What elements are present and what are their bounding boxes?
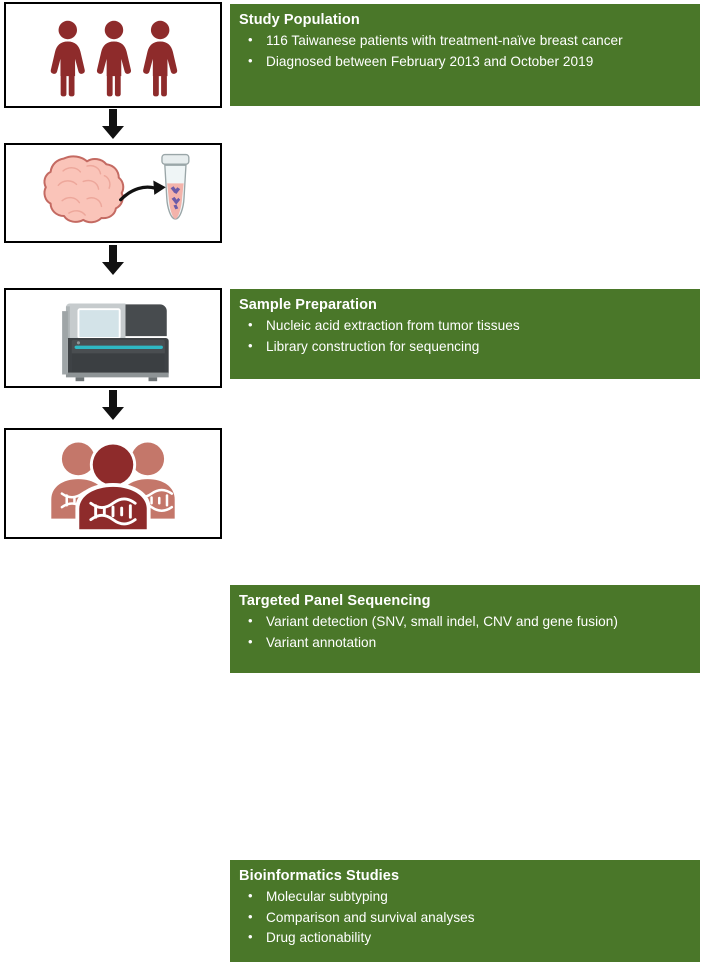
workflow-step-study-population: Study Population 116 Taiwanese patients … xyxy=(0,2,709,108)
transfer-arrow-icon xyxy=(119,185,157,202)
text-panel-targeted-panel-sequencing: Targeted Panel Sequencing Variant detect… xyxy=(230,585,700,673)
bullet-item: Library construction for sequencing xyxy=(239,336,690,357)
down-arrow-icon xyxy=(102,245,124,275)
step-title-sample-preparation: Sample Preparation xyxy=(239,297,377,313)
bullet-list-study-population: 116 Taiwanese patients with treatment-na… xyxy=(239,30,690,72)
workflow-step-sample-preparation: Sample Preparation Nucleic acid extracti… xyxy=(0,143,709,379)
people-with-dna-icon xyxy=(51,441,175,530)
bullet-item: Comparison and survival analyses xyxy=(239,907,690,928)
bullet-item: Molecular subtyping xyxy=(239,886,690,907)
tumor-to-tube-icon xyxy=(43,153,190,224)
connector-arrow-3 xyxy=(0,388,226,426)
illustration-box-targeted-panel-sequencing xyxy=(4,288,222,388)
down-arrow-icon xyxy=(102,390,124,420)
person-center-icon xyxy=(75,441,151,530)
microcentrifuge-tube-icon xyxy=(161,153,190,220)
dna-fragments xyxy=(170,186,181,210)
illustration-box-study-population xyxy=(4,2,222,108)
sequencer-machine-icon xyxy=(62,303,169,382)
workflow-step-bioinformatics-studies: Bioinformatics Studies Molecular subtypi… xyxy=(0,428,709,962)
workflow-diagram: Study Population 116 Taiwanese patients … xyxy=(0,0,709,541)
illustration-box-sample-preparation xyxy=(4,143,222,243)
bullet-item: Variant detection (SNV, small indel, CNV… xyxy=(239,611,690,632)
bullet-list-sample-preparation: Nucleic acid extraction from tumor tissu… xyxy=(239,315,690,357)
step-title-bioinformatics-studies: Bioinformatics Studies xyxy=(239,868,400,884)
step-title-targeted-panel-sequencing: Targeted Panel Sequencing xyxy=(239,593,431,609)
bullet-list-targeted-panel-sequencing: Variant detection (SNV, small indel, CNV… xyxy=(239,611,690,653)
text-panel-sample-preparation: Sample Preparation Nucleic acid extracti… xyxy=(230,289,700,379)
bullet-item: Drug actionability xyxy=(239,927,690,948)
bullet-item: Diagnosed between February 2013 and Octo… xyxy=(239,51,690,72)
connector-arrow-1 xyxy=(0,107,226,145)
bullet-list-bioinformatics-studies: Molecular subtyping Comparison and survi… xyxy=(239,886,690,948)
bullet-item: Nucleic acid extraction from tumor tissu… xyxy=(239,315,690,336)
step-title-study-population: Study Population xyxy=(239,12,360,28)
text-panel-study-population: Study Population 116 Taiwanese patients … xyxy=(230,4,700,106)
text-panel-bioinformatics-studies: Bioinformatics Studies Molecular subtypi… xyxy=(230,860,700,962)
status-light-icon xyxy=(74,345,163,349)
connector-arrow-2 xyxy=(0,243,226,281)
down-arrow-icon xyxy=(102,109,124,139)
workflow-step-targeted-panel-sequencing: Targeted Panel Sequencing Variant detect… xyxy=(0,288,709,673)
bullet-item: 116 Taiwanese patients with treatment-na… xyxy=(239,30,690,51)
bullet-item: Variant annotation xyxy=(239,632,690,653)
three-female-patients-icon xyxy=(50,20,178,97)
tumor-mass-icon xyxy=(43,155,125,224)
dna-helix-icon xyxy=(89,497,137,526)
illustration-box-bioinformatics-studies xyxy=(4,428,222,539)
